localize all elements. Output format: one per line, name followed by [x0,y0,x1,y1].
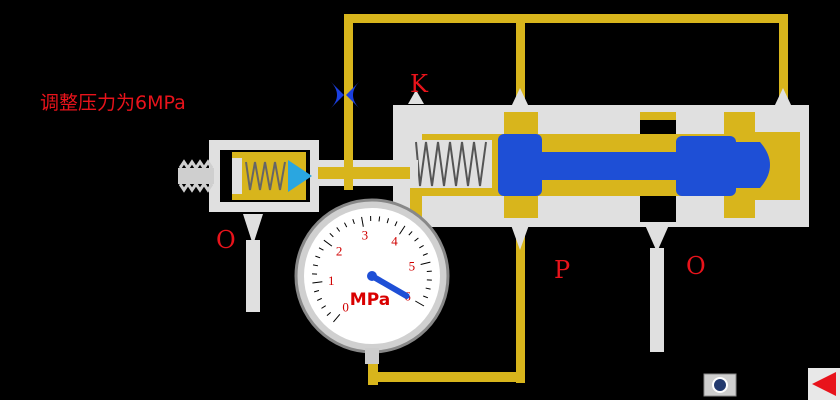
gauge-tick-label: 1 [328,273,335,288]
port-label-p: P [554,256,571,284]
port-label-o-main: O [686,252,706,280]
gauge-pipe-horizontal [368,372,525,382]
main-spring [410,140,492,188]
gauge-tick [329,232,334,238]
outlet-pipes [243,214,669,352]
gauge-ticks [312,216,432,323]
gauge-tick [419,244,424,249]
port-label-k: K [410,70,428,98]
main-spool [498,134,770,196]
gauge-tick [414,237,419,242]
back-arrow-icon[interactable] [808,368,840,400]
middle-pipe [516,14,525,114]
gauge-unit-label: MPa [349,290,391,310]
pressure-gauge: 0123456 [294,198,450,364]
gauge-tick-label: 2 [336,244,343,259]
gauge-tick [314,290,320,293]
gauge-tick [344,222,348,228]
gauge-tick [323,239,333,247]
gauge-tick-label: 5 [409,259,416,274]
inlet-pipe [516,218,525,383]
gauge-tick [386,218,390,224]
gauge-tick [315,255,321,259]
right-pipe [779,14,788,114]
gauge-tick [312,281,323,284]
gauge-tick [352,218,355,225]
pilot-cone-icon [288,160,312,192]
pilot-valve [209,140,418,212]
port-k-arrow [408,90,424,104]
gauge-tick [425,287,431,290]
gauge-tick [333,313,341,323]
gauge-tick [326,311,332,317]
gauge-tick [423,295,429,299]
gauge-tick [408,231,413,236]
port-right-arrow [774,88,792,107]
gauge-tick [415,300,425,307]
adjust-screw-icon [178,159,214,193]
left-pipe [344,14,353,182]
port-label-o-pilot: O [216,226,236,254]
gauge-tick [399,225,406,235]
gauge-tick [318,247,324,251]
gauge-tick [420,261,431,265]
gauge-needle [369,273,410,299]
gauge-tick [321,305,326,309]
top-pipe [344,14,788,23]
gauge-tick-label: 0 [342,299,349,314]
gauge-tick [336,227,341,232]
gauge-tick [361,216,364,227]
gauge-tick [312,264,319,267]
camera-icon[interactable] [703,373,737,397]
gauge-tick [394,221,398,227]
gauge-tick [316,297,322,301]
gauge-tick-label: 3 [362,228,369,243]
port-top-arrow [511,88,529,107]
gauge-tick [378,216,381,222]
gauge-tick-label: 4 [391,234,398,249]
throttle-valve-icon [329,80,361,110]
pressure-annotation: 调整压力为6MPa [40,92,186,114]
gauge-tick [422,253,428,256]
